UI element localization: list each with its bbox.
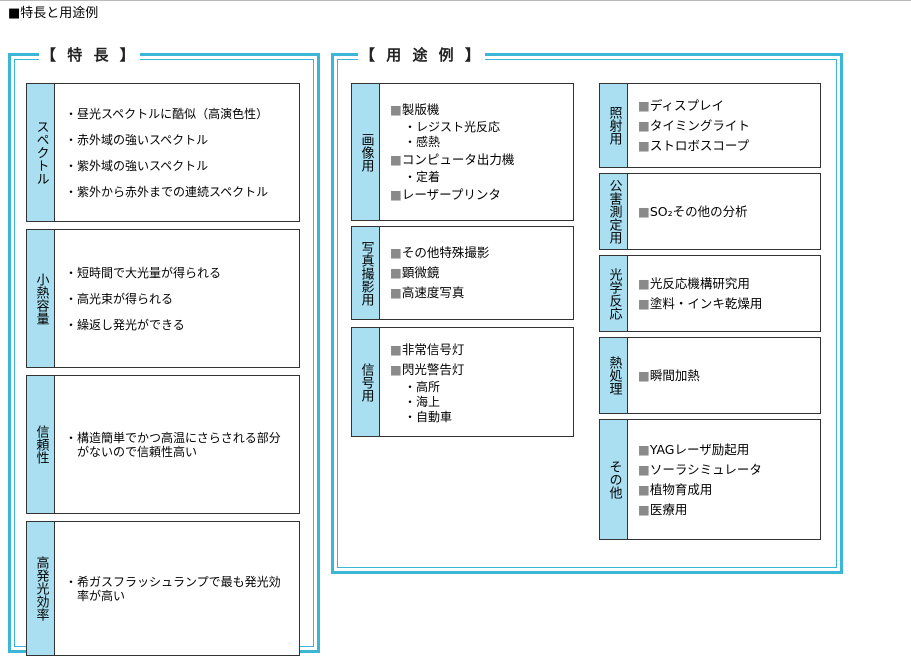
use-entries: ■ディスプレイ ■タイミングライト ■ストロボスコープ bbox=[638, 84, 816, 167]
bullet-square-icon: ■ bbox=[390, 101, 402, 117]
use-category: ■瞬間加熱 bbox=[638, 367, 700, 383]
feature-label: 信頼性 bbox=[27, 376, 55, 513]
use-category: ■製版機 bbox=[390, 101, 440, 117]
bullet-square-icon: ■ bbox=[638, 295, 650, 311]
feature-lines: ・昼光スペクトルに酷似（高演色性） ・赤外域の強いスペクトル ・紫外域の強いスペ… bbox=[65, 106, 269, 199]
uses-panel: 【 用 途 例 】 bbox=[331, 46, 843, 574]
use-box-left-2: 信号用 ■非常信号灯 ■閃光警告灯・高所・海上・自動車 bbox=[351, 327, 574, 437]
feature-label: 高発光効率 bbox=[27, 522, 55, 655]
use-label: 信号用 bbox=[352, 328, 380, 436]
bullet-square-icon: ■ bbox=[390, 361, 402, 377]
use-subitem: ・レジスト光反応 bbox=[404, 119, 501, 134]
use-box-right-0: 照射用 ■ディスプレイ ■タイミングライト ■ストロボスコープ bbox=[599, 83, 821, 168]
use-subitem: ・海上 bbox=[404, 394, 441, 409]
use-category: ■閃光警告灯 bbox=[390, 361, 465, 377]
bullet-square-icon: ■ bbox=[638, 501, 650, 517]
feature-box-reliability: 信頼性 ・構造簡単でかつ高温にさらされる部分 がないので信頼性高い bbox=[26, 375, 300, 514]
use-category: ■高速度写真 bbox=[390, 285, 465, 300]
feature-box-efficiency: 高発光効率 ・希ガスフラッシュランプで最も発光効 率が高い bbox=[26, 521, 300, 656]
use-category: ■ソーラシミュレータ bbox=[638, 461, 762, 477]
use-box-right-2: 光学反応 ■光反応機構研究用 ■塗料・インキ乾燥用 bbox=[599, 255, 821, 332]
use-entries: ■YAGレーザ励起用 ■ソーラシミュレータ ■植物育成用 ■医療用 bbox=[638, 420, 816, 539]
bullet-square-icon: ■ bbox=[390, 341, 402, 357]
use-category: ■顕微鏡 bbox=[390, 265, 440, 280]
feature-box-spectrum: スペクトル ・昼光スペクトルに酷似（高演色性） ・赤外域の強いスペクトル ・紫外… bbox=[26, 83, 300, 222]
feature-lines: ・短時間で大光量が得られる ・高光束が得られる ・繰返し発光ができる bbox=[65, 265, 222, 332]
use-subitem: ・高所 bbox=[404, 379, 441, 394]
section-heading: ■特長と用途例 bbox=[8, 6, 99, 21]
uses-title: 【 用 途 例 】 bbox=[358, 46, 485, 64]
use-category: ■コンピュータ出力機 bbox=[390, 151, 515, 167]
bullet-square-icon: ■ bbox=[390, 245, 402, 260]
top-divider bbox=[0, 0, 911, 1]
use-category: ■医療用 bbox=[638, 501, 688, 517]
use-box-left-1: 写真撮影用 ■その他特殊撮影 ■顕微鏡 ■高速度写真 bbox=[351, 226, 574, 320]
use-category: ■塗料・インキ乾燥用 bbox=[638, 295, 763, 311]
use-subitem: ・自動車 bbox=[404, 409, 453, 424]
use-entries: ■その他特殊撮影 ■顕微鏡 ■高速度写真 bbox=[390, 227, 569, 319]
bullet-square-icon: ■ bbox=[390, 151, 402, 167]
feature-box-heat-capacity: 小熱容量 ・短時間で大光量が得られる ・高光束が得られる ・繰返し発光ができる bbox=[26, 229, 300, 368]
bullet-square-icon: ■ bbox=[638, 441, 650, 457]
feature-label: スペクトル bbox=[27, 84, 55, 221]
feature-lines: ・構造簡単でかつ高温にさらされる部分 がないので信頼性高い bbox=[65, 430, 281, 459]
use-label: 熱処理 bbox=[600, 338, 628, 413]
bullet-square-icon: ■ bbox=[638, 97, 650, 113]
bullet-square-icon: ■ bbox=[638, 481, 650, 497]
use-entries: ■光反応機構研究用 ■塗料・インキ乾燥用 bbox=[638, 256, 816, 331]
use-category: ■SO₂その他の分析 bbox=[638, 203, 748, 219]
use-category: ■ストロボスコープ bbox=[638, 137, 750, 153]
use-category: ■タイミングライト bbox=[638, 117, 750, 133]
use-entries: ■非常信号灯 ■閃光警告灯・高所・海上・自動車 bbox=[390, 328, 569, 436]
bullet-square-icon: ■ bbox=[390, 285, 402, 300]
use-category: ■その他特殊撮影 bbox=[390, 245, 490, 260]
use-category: ■ディスプレイ bbox=[638, 97, 724, 113]
bullet-square-icon: ■ bbox=[638, 367, 650, 383]
use-entries: ■製版機・レジスト光反応・感熱 ■コンピュータ出力機・定着 ■レーザープリンタ bbox=[390, 84, 569, 220]
use-label: 公害測定用 bbox=[600, 174, 628, 249]
bullet-square-icon: ■ bbox=[390, 265, 402, 280]
use-category: ■非常信号灯 bbox=[390, 341, 465, 357]
bullet-square-icon: ■ bbox=[390, 186, 402, 202]
use-label: 写真撮影用 bbox=[352, 227, 380, 319]
bullet-square-icon: ■ bbox=[638, 117, 650, 133]
use-label: 画像用 bbox=[352, 84, 380, 220]
use-label: 照射用 bbox=[600, 84, 628, 167]
use-category: ■YAGレーザ励起用 bbox=[638, 441, 750, 457]
feature-lines: ・希ガスフラッシュランプで最も発光効 率が高い bbox=[65, 574, 281, 603]
use-box-right-1: 公害測定用 ■SO₂その他の分析 bbox=[599, 173, 821, 250]
use-subitem: ・感熱 bbox=[404, 134, 441, 149]
use-entries: ■SO₂その他の分析 bbox=[638, 174, 816, 249]
bullet-square-icon: ■ bbox=[638, 137, 650, 153]
use-box-left-0: 画像用 ■製版機・レジスト光反応・感熱 ■コンピュータ出力機・定着 ■レーザープリンタ bbox=[351, 83, 574, 221]
bullet-square-icon: ■ bbox=[638, 275, 650, 291]
use-entries: ■瞬間加熱 bbox=[638, 338, 816, 413]
use-category: ■光反応機構研究用 bbox=[638, 275, 750, 291]
use-label: 光学反応 bbox=[600, 256, 628, 331]
bullet-square-icon: ■ bbox=[638, 461, 650, 477]
use-box-right-3: 熱処理 ■瞬間加熱 bbox=[599, 337, 821, 414]
feature-label: 小熱容量 bbox=[27, 230, 55, 367]
use-category: ■植物育成用 bbox=[638, 481, 713, 497]
use-box-right-4: その他 ■YAGレーザ励起用 ■ソーラシミュレータ ■植物育成用 ■医療用 bbox=[599, 419, 821, 540]
use-subitem: ・定着 bbox=[404, 169, 441, 184]
use-label: その他 bbox=[600, 420, 628, 539]
features-title: 【 特 長 】 bbox=[39, 46, 140, 64]
bullet-square-icon: ■ bbox=[638, 203, 650, 219]
use-category: ■レーザープリンタ bbox=[390, 186, 501, 202]
